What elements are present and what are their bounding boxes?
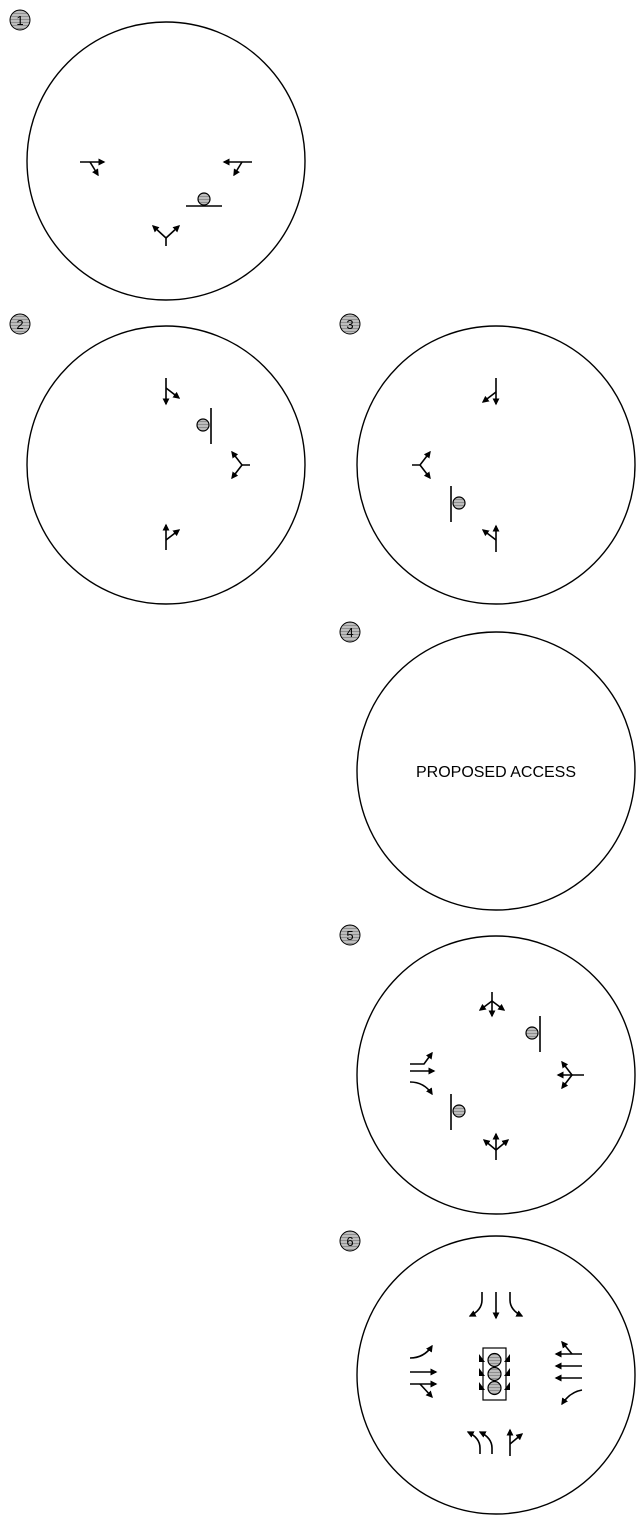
figure-5-stop-marker-north xyxy=(525,1016,541,1052)
figure-3: 3 xyxy=(339,313,636,605)
eastbound-through-right-arrow-icon xyxy=(80,158,106,177)
traffic-signal-icon xyxy=(479,1347,510,1401)
figure-3-stop-marker xyxy=(450,486,466,522)
figure-1: 1 xyxy=(9,9,306,301)
westbound-left-right-arrow-icon xyxy=(231,450,250,480)
southbound-lane-arrows-icon xyxy=(468,1292,524,1320)
northbound-lane-arrows-icon xyxy=(466,1428,524,1456)
figure-5: 5 xyxy=(339,924,636,1215)
figure-6-number: 6 xyxy=(346,1234,353,1249)
figure-3-badge: 3 xyxy=(339,313,361,335)
southbound-all-movements-arrow-icon xyxy=(478,992,506,1018)
eastbound-left-right-arrow-icon xyxy=(412,450,431,480)
figure-5-circle xyxy=(356,935,636,1215)
northbound-left-right-arrow-icon xyxy=(151,225,181,246)
northbound-through-right-arrow-icon xyxy=(162,523,181,550)
southbound-through-left-arrow-icon xyxy=(162,378,181,406)
figure-2-badge: 2 xyxy=(9,313,31,335)
proposed-access-label: PROPOSED ACCESS xyxy=(416,764,576,781)
figure-1-circle xyxy=(26,21,306,301)
figure-6-badge: 6 xyxy=(339,1230,361,1252)
eastbound-all-movements-arrow-icon xyxy=(409,1051,436,1096)
figure-2-stop-marker xyxy=(196,408,212,444)
eastbound-lane-arrows-icon xyxy=(409,1344,438,1399)
figure-4-circle xyxy=(356,631,636,911)
northbound-all-movements-arrow-icon xyxy=(482,1132,510,1160)
northbound-through-left-arrow-icon xyxy=(481,524,500,552)
figure-6-circle xyxy=(356,1235,636,1515)
figure-3-circle xyxy=(356,325,636,605)
figure-2-circle xyxy=(26,325,306,605)
figure-2: 2 xyxy=(9,313,306,605)
figure-4: 4 PROPOSED ACCESS xyxy=(339,621,636,911)
westbound-through-left-arrow-icon xyxy=(222,158,252,177)
westbound-all-movements-arrow-icon xyxy=(556,1060,584,1090)
figure-1-number: 1 xyxy=(16,13,23,28)
southbound-through-right-arrow-icon xyxy=(481,378,500,406)
figure-4-badge: 4 xyxy=(339,621,361,643)
figure-5-badge: 5 xyxy=(339,924,361,946)
figure-6: 6 xyxy=(339,1230,636,1515)
figure-2-number: 2 xyxy=(16,317,23,332)
figure-4-number: 4 xyxy=(346,625,353,640)
figure-5-stop-marker-south xyxy=(450,1094,466,1130)
figure-1-stop-marker xyxy=(186,192,222,207)
westbound-lane-arrows-icon xyxy=(554,1340,583,1406)
figure-3-number: 3 xyxy=(346,317,353,332)
figure-1-badge: 1 xyxy=(9,9,31,31)
figure-5-number: 5 xyxy=(346,928,353,943)
